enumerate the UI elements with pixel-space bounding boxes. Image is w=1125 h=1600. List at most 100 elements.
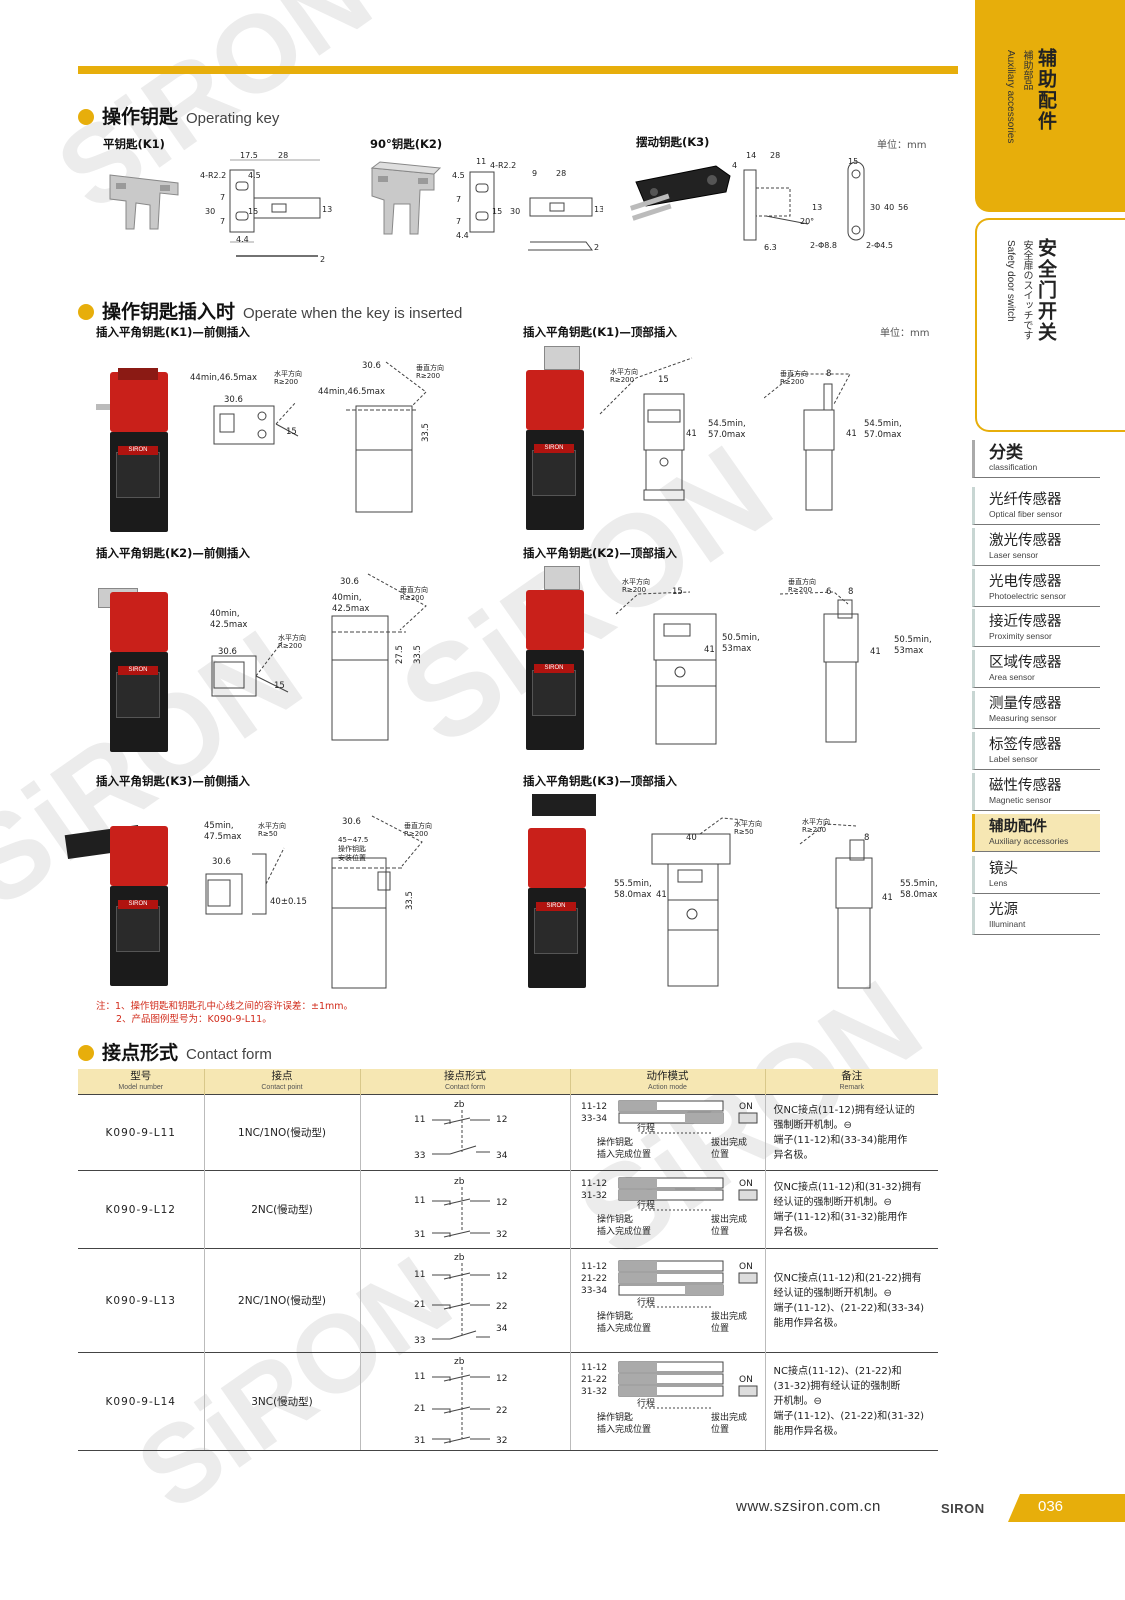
dir-label: R≥200 (416, 372, 440, 380)
k3-top-drawing-a: 40 55.5min, 58.0max 41 水平方向 R≥50 (612, 810, 772, 1000)
pair-label: 11-12 (581, 1102, 607, 1112)
stroke-label: 行程 (637, 1199, 655, 1211)
sidebar-item-label: 分类 (989, 443, 1023, 463)
dim-label: 7 (220, 217, 225, 226)
terminal-label: 34 (496, 1151, 508, 1161)
dim-label: 4.5 (248, 171, 261, 180)
remark-cell: 仅NC接点(11-12)拥有经认证的 强制断开机制。⊖ 端子(11-12)和(3… (764, 1094, 938, 1171)
dim-label: 41 (704, 645, 715, 655)
key-k3-photo (626, 162, 736, 236)
pull-label: 位置 (711, 1148, 729, 1160)
sidebar-item-photoelectric[interactable]: 光电传感器 Photoelectric sensor (972, 569, 1100, 607)
terminal-label: zb (454, 1253, 465, 1263)
dim-label: 6 (826, 587, 831, 597)
footer-url[interactable]: www.szsiron.com.cn (736, 1498, 881, 1515)
remark-cell: 仅NC接点(11-12)和(31-32)拥有 经认证的强制断开机制。⊖ 端子(1… (764, 1170, 938, 1249)
k3-front-drawing-b: 30.6 45~47.5 操作钥匙 安装位置 33.5 垂直方向 R≥200 (322, 812, 452, 992)
dim-label: 27.5 (395, 645, 405, 664)
k1-top-drawing-b: 8 41 54.5min, 57.0max 垂直方向 R≥200 (764, 354, 934, 524)
dim-label: 操作钥匙 (338, 844, 366, 853)
terminal-label: 32 (496, 1436, 507, 1445)
dim-label: 4-R2.2 (490, 161, 516, 170)
sidebar-item-label: 光源 (989, 902, 1018, 918)
bullet-icon (78, 304, 94, 320)
dim-label: 28 (770, 151, 780, 160)
sidebar-item-sublabel: Label sensor (989, 754, 1038, 764)
dim-label: 2-Φ4.5 (866, 241, 893, 250)
dir-label: R≥200 (622, 586, 646, 594)
dim-label: 4.4 (236, 235, 249, 244)
key-k1-drawing: 17.5 28 4-R2.2 4.5 7 7 30 15 13 4.4 2 (200, 152, 335, 267)
key-k2-title: 90°钥匙(K2) (370, 137, 443, 151)
dim-label: 50.5min, (722, 633, 760, 643)
dim-label: 30.6 (218, 647, 237, 657)
pull-label: 拔出完成 (711, 1213, 747, 1225)
sidebar-item-sublabel: classification (989, 462, 1038, 472)
dim-label: 4.4 (456, 231, 469, 240)
table-row: K090-9-L14 3NC(慢动型) zb 11 12 21 22 31 (78, 1352, 938, 1451)
sidebar-tab-auxiliary[interactable]: 辅助配件 補助部品 Auxiliary accessories (975, 0, 1125, 212)
k1-front-title: 插入平角钥匙(K1)—前侧插入 (96, 325, 250, 339)
tab-title-zh: 辅助配件 (1035, 48, 1057, 132)
sidebar-item-measuring[interactable]: 测量传感器 Measuring sensor (972, 691, 1100, 729)
sidebar-item-magnetic[interactable]: 磁性传感器 Magnetic sensor (972, 773, 1100, 811)
pair-label: 11-12 (581, 1262, 607, 1272)
remark-line: 经认证的强制断开机制。⊖ (773, 1196, 892, 1208)
section-heading-contact-form: 接点形式 Contact form (78, 1038, 272, 1065)
sidebar-item-proximity[interactable]: 接近传感器 Proximity sensor (972, 609, 1100, 647)
sidebar-item-sublabel: Proximity sensor (989, 631, 1052, 641)
sidebar-item-classification[interactable]: 分类 classification (972, 440, 1100, 478)
pull-label: 拔出完成 (711, 1310, 747, 1322)
dim-label: 9 (532, 169, 537, 178)
dir-label: R≥200 (278, 642, 302, 650)
section-heading-operating-key: 操作钥匙 Operating key (78, 102, 279, 129)
top-accent-bar (78, 66, 958, 74)
dim-label: 4-R2.2 (200, 171, 226, 180)
action-diagram: 11-12 21-22 31-32 ON 行程 操作钥匙 插入完成位置 拔出完成 (581, 1361, 757, 1435)
remark-line: 能用作异名极。 (773, 1317, 844, 1329)
dir-label: R≥200 (780, 378, 804, 386)
sidebar-item-lens[interactable]: 镜头 Lens (972, 856, 1100, 894)
sidebar-item-area[interactable]: 区域传感器 Area sensor (972, 650, 1100, 688)
dim-label: 53max (894, 646, 923, 656)
dir-label: 垂直方向 (400, 585, 428, 594)
terminal-label: 22 (496, 1302, 507, 1312)
sidebar-item-auxiliary[interactable]: 辅助配件 Auxiliary accessories (972, 814, 1100, 852)
dir-label: R≥200 (274, 378, 298, 386)
col-header-zh: 接点 (271, 1070, 293, 1082)
dim-label: 30 (205, 207, 215, 216)
action-mode-cell: 11-12 21-22 31-32 ON 行程 操作钥匙 插入完成位置 拔出完成 (569, 1352, 765, 1451)
dim-label: 7 (220, 193, 225, 202)
sidebar-item-laser[interactable]: 激光传感器 Laser sensor (972, 528, 1100, 566)
col-header-en: Contact form (444, 1084, 486, 1091)
action-mode-cell: 11-12 33-34 ON 行程 操作钥匙 插入完成位置 拔出完成 位置 (569, 1094, 765, 1171)
remark-line: 仅NC接点(11-12)和(31-32)拥有 (773, 1181, 922, 1193)
sidebar-item-sublabel: Auxiliary accessories (989, 836, 1069, 846)
dim-label: 41 (656, 890, 667, 900)
k2-front-drawing-b: 30.6 40min, 42.5max 27.5 33.5 垂直方向 R≥200 (326, 570, 456, 750)
dim-label: 30.6 (224, 395, 243, 405)
k1-front-drawing-b: 30.6 44min,46.5max 33.5 垂直方向 R≥200 (316, 358, 456, 518)
dim-label: 54.5min, (708, 419, 746, 429)
dir-label: 水平方向 (258, 821, 286, 830)
sidebar-item-optical-fiber[interactable]: 光纤传感器 Optical fiber sensor (972, 487, 1100, 525)
dim-label: 40min, (332, 593, 362, 603)
k2-front-drawing-a: 40min, 42.5max 30.6 15 水平方向 R≥200 (206, 600, 326, 710)
remark-line: 经认证的强制断开机制。⊖ (773, 1287, 892, 1299)
sidebar-item-illuminant[interactable]: 光源 Illuminant (972, 897, 1100, 935)
dir-label: 水平方向 (734, 819, 762, 828)
sidebar-tab-safety-door[interactable]: 安全门开关 安全扉のスイッチです Safety door switch (975, 218, 1125, 432)
sidebar-item-label: 激光传感器 (989, 533, 1062, 549)
bullet-icon (78, 1045, 94, 1061)
dir-label: 水平方向 (802, 817, 830, 826)
model-cell: K090-9-L13 (78, 1248, 204, 1353)
dim-label: 45min, (204, 821, 234, 831)
dir-label: 垂直方向 (404, 821, 432, 830)
sidebar-item-label-sensor[interactable]: 标签传感器 Label sensor (972, 732, 1100, 770)
dim-label: 安装位置 (338, 853, 366, 862)
dir-label: R≥50 (734, 828, 754, 836)
key-k2-drawing: 11 4-R2.2 4.5 7 7 15 30 4.4 9 28 13 2 (448, 152, 603, 270)
on-label: ON (739, 1262, 753, 1272)
contact-cell: 2NC/1NO(慢动型) (203, 1248, 360, 1353)
switch-photo-k2-top: SIRON (520, 566, 590, 750)
